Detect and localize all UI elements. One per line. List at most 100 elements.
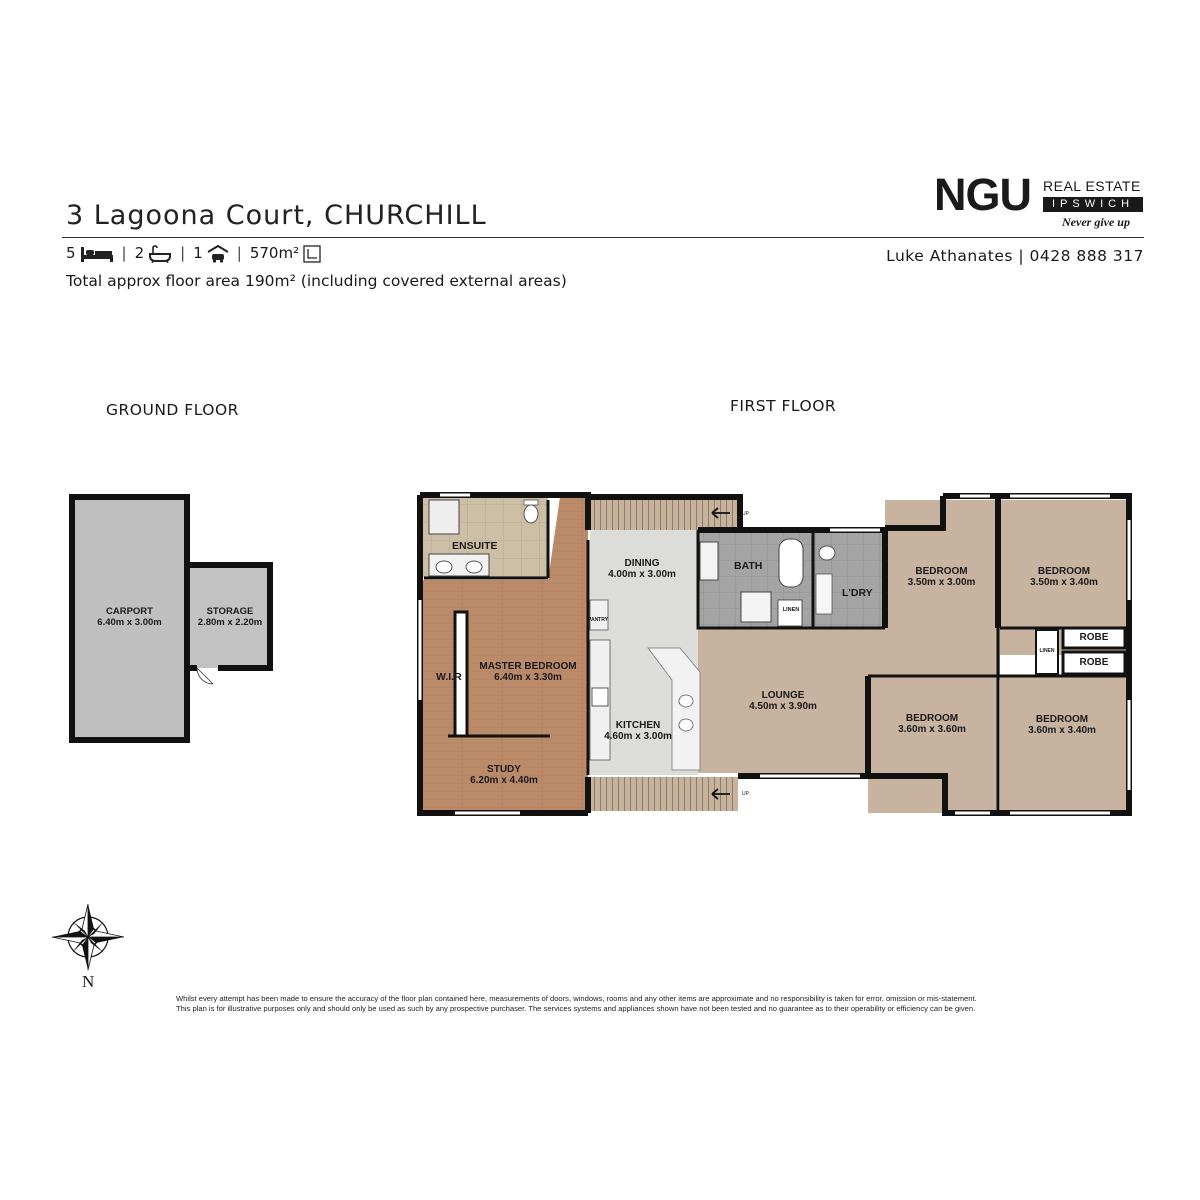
- compass-north-label: N: [82, 972, 95, 991]
- master-bedroom-label: MASTER BEDROOM 6.40m x 3.30m: [470, 661, 586, 683]
- lounge-name: LOUNGE: [761, 690, 805, 701]
- linen1-label: LINEN: [782, 607, 800, 613]
- brand-logo: NGU: [934, 169, 1032, 220]
- stairs-arrow-top: [711, 507, 730, 519]
- bedroom3-floor: [1000, 500, 1127, 628]
- brand-line1: REAL ESTATE: [1043, 178, 1141, 194]
- master-bedroom-name: MASTER BEDROOM: [479, 661, 577, 672]
- bedroom4-size: 3.60m x 3.60m: [898, 724, 966, 735]
- brand-tagline: Never give up: [1062, 215, 1130, 229]
- first-floor-interior-walls: [424, 500, 1129, 812]
- bedroom2-label: BEDROOM 3.50m x 3.00m: [885, 566, 998, 588]
- cooktop: [591, 687, 609, 707]
- stats-separator: |: [121, 244, 127, 263]
- bedroom3-label: BEDROOM 3.50m x 3.40m: [1004, 566, 1124, 588]
- bedroom5-label: BEDROOM 3.60m x 3.40m: [1002, 714, 1122, 736]
- bedroom3-size: 3.50m x 3.40m: [1030, 577, 1098, 588]
- dining-label: DINING 4.00m x 3.00m: [592, 558, 692, 580]
- study-label: STUDY 6.20m x 4.40m: [442, 764, 566, 786]
- bath-toilet: [818, 545, 836, 561]
- garage-icon: [207, 244, 229, 263]
- land-area-icon: [303, 244, 321, 263]
- bedroom5-name: BEDROOM: [1035, 714, 1089, 725]
- storage-door: [196, 667, 214, 685]
- bath-shower: [740, 591, 772, 623]
- study-size: 6.20m x 4.40m: [470, 775, 538, 786]
- storage-label: STORAGE 2.80m x 2.20m: [190, 606, 270, 628]
- kitchen-name: KITCHEN: [615, 720, 661, 731]
- robe2-label: ROBE: [1079, 657, 1109, 668]
- robe2-box: [1061, 650, 1127, 676]
- agent-contact: Luke Athanates | 0428 888 317: [886, 247, 1144, 265]
- kitchen-sink-1: [678, 694, 694, 708]
- dining-name: DINING: [624, 558, 660, 569]
- robe1-box: [1061, 626, 1127, 650]
- linen-cupboard: [777, 599, 803, 627]
- storage-name: STORAGE: [206, 606, 254, 617]
- stairs-up-label-top: UP: [742, 511, 749, 517]
- master-bedroom-size: 6.40m x 3.30m: [494, 672, 562, 683]
- kitchen-label: KITCHEN 4.60m x 3.00m: [588, 720, 688, 742]
- kitchen-sink-2: [678, 718, 694, 732]
- carport-floor: [72, 497, 187, 740]
- bath-label: BATH: [734, 560, 763, 572]
- disclaimer-line1: Whilst every attempt has been made to en…: [176, 994, 977, 1003]
- bed-icon: [80, 244, 114, 263]
- laundry-tub: [815, 573, 833, 615]
- bathtub: [778, 538, 804, 588]
- lounge-size: 4.50m x 3.90m: [749, 701, 817, 712]
- kitchen-island: [647, 647, 701, 771]
- windows: [418, 493, 1131, 815]
- carport-name: CARPORT: [106, 606, 153, 617]
- pantry-cabinet: [589, 599, 609, 631]
- ground-floor-label: GROUND FLOOR: [106, 401, 239, 419]
- lounge-label: LOUNGE 4.50m x 3.90m: [728, 690, 838, 712]
- storage-walls: [190, 562, 273, 671]
- kitchen-size: 4.60m x 3.00m: [604, 731, 672, 742]
- carport-size: 6.40m x 3.00m: [97, 617, 162, 628]
- bedroom2-name: BEDROOM: [915, 566, 968, 577]
- pantry-label: PANTRY: [588, 617, 608, 623]
- stats-separator: |: [236, 244, 242, 263]
- toilet: [523, 504, 539, 524]
- ensuite-label: ENSUITE: [452, 540, 498, 552]
- bedroom3-name: BEDROOM: [1037, 566, 1091, 577]
- stats-separator: |: [180, 244, 186, 263]
- robe1-label: ROBE: [1079, 632, 1109, 643]
- bath-vanity: [699, 541, 719, 581]
- bedroom5-floor: [1000, 676, 1127, 813]
- car-count: 1: [193, 244, 203, 263]
- bedroom4-label: BEDROOM 3.60m x 3.60m: [872, 713, 992, 735]
- bathtub-icon: [148, 244, 172, 263]
- brand-line2: IPSWICH: [1043, 197, 1143, 212]
- compass-rose: [51, 903, 125, 971]
- linen2-label: LINEN: [1039, 648, 1055, 654]
- bedroom5-size: 3.60m x 3.40m: [1028, 725, 1096, 736]
- property-address: 3 Lagoona Court, CHURCHILL: [66, 200, 487, 231]
- linen2-box: [1035, 629, 1059, 675]
- bath-count: 2: [134, 244, 145, 263]
- stairs-up-label-bottom: UP: [742, 791, 749, 797]
- storage-floor: [190, 565, 270, 668]
- first-floor-label: FIRST FLOOR: [730, 397, 837, 415]
- stairs-arrow-bottom: [711, 788, 730, 800]
- land-size: 570m²: [249, 244, 300, 263]
- bedroom4-name: BEDROOM: [905, 713, 959, 724]
- carport-walls: [69, 494, 190, 743]
- shower-tray: [428, 499, 460, 535]
- carport-label: CARPORT 6.40m x 3.00m: [72, 606, 187, 628]
- lounge-hall-floor: [698, 628, 1130, 773]
- bedroom2-size: 3.50m x 3.00m: [907, 577, 976, 588]
- property-stats: 5 | 2 | 1 | 570m²: [66, 244, 321, 263]
- study-name: STUDY: [487, 764, 521, 775]
- disclaimer: Whilst every attempt has been made to en…: [176, 994, 1036, 1014]
- wir-label: W.I.R: [436, 671, 462, 683]
- laundry-label: L'DRY: [842, 587, 873, 599]
- header-divider: [62, 237, 1144, 238]
- storage-size: 2.80m x 2.20m: [197, 617, 263, 628]
- bedroom4-floor: [868, 676, 998, 813]
- bed-count: 5: [66, 244, 76, 263]
- disclaimer-line2: This plan is for illustrative purposes o…: [176, 1004, 976, 1013]
- dining-size: 4.00m x 3.00m: [608, 569, 676, 580]
